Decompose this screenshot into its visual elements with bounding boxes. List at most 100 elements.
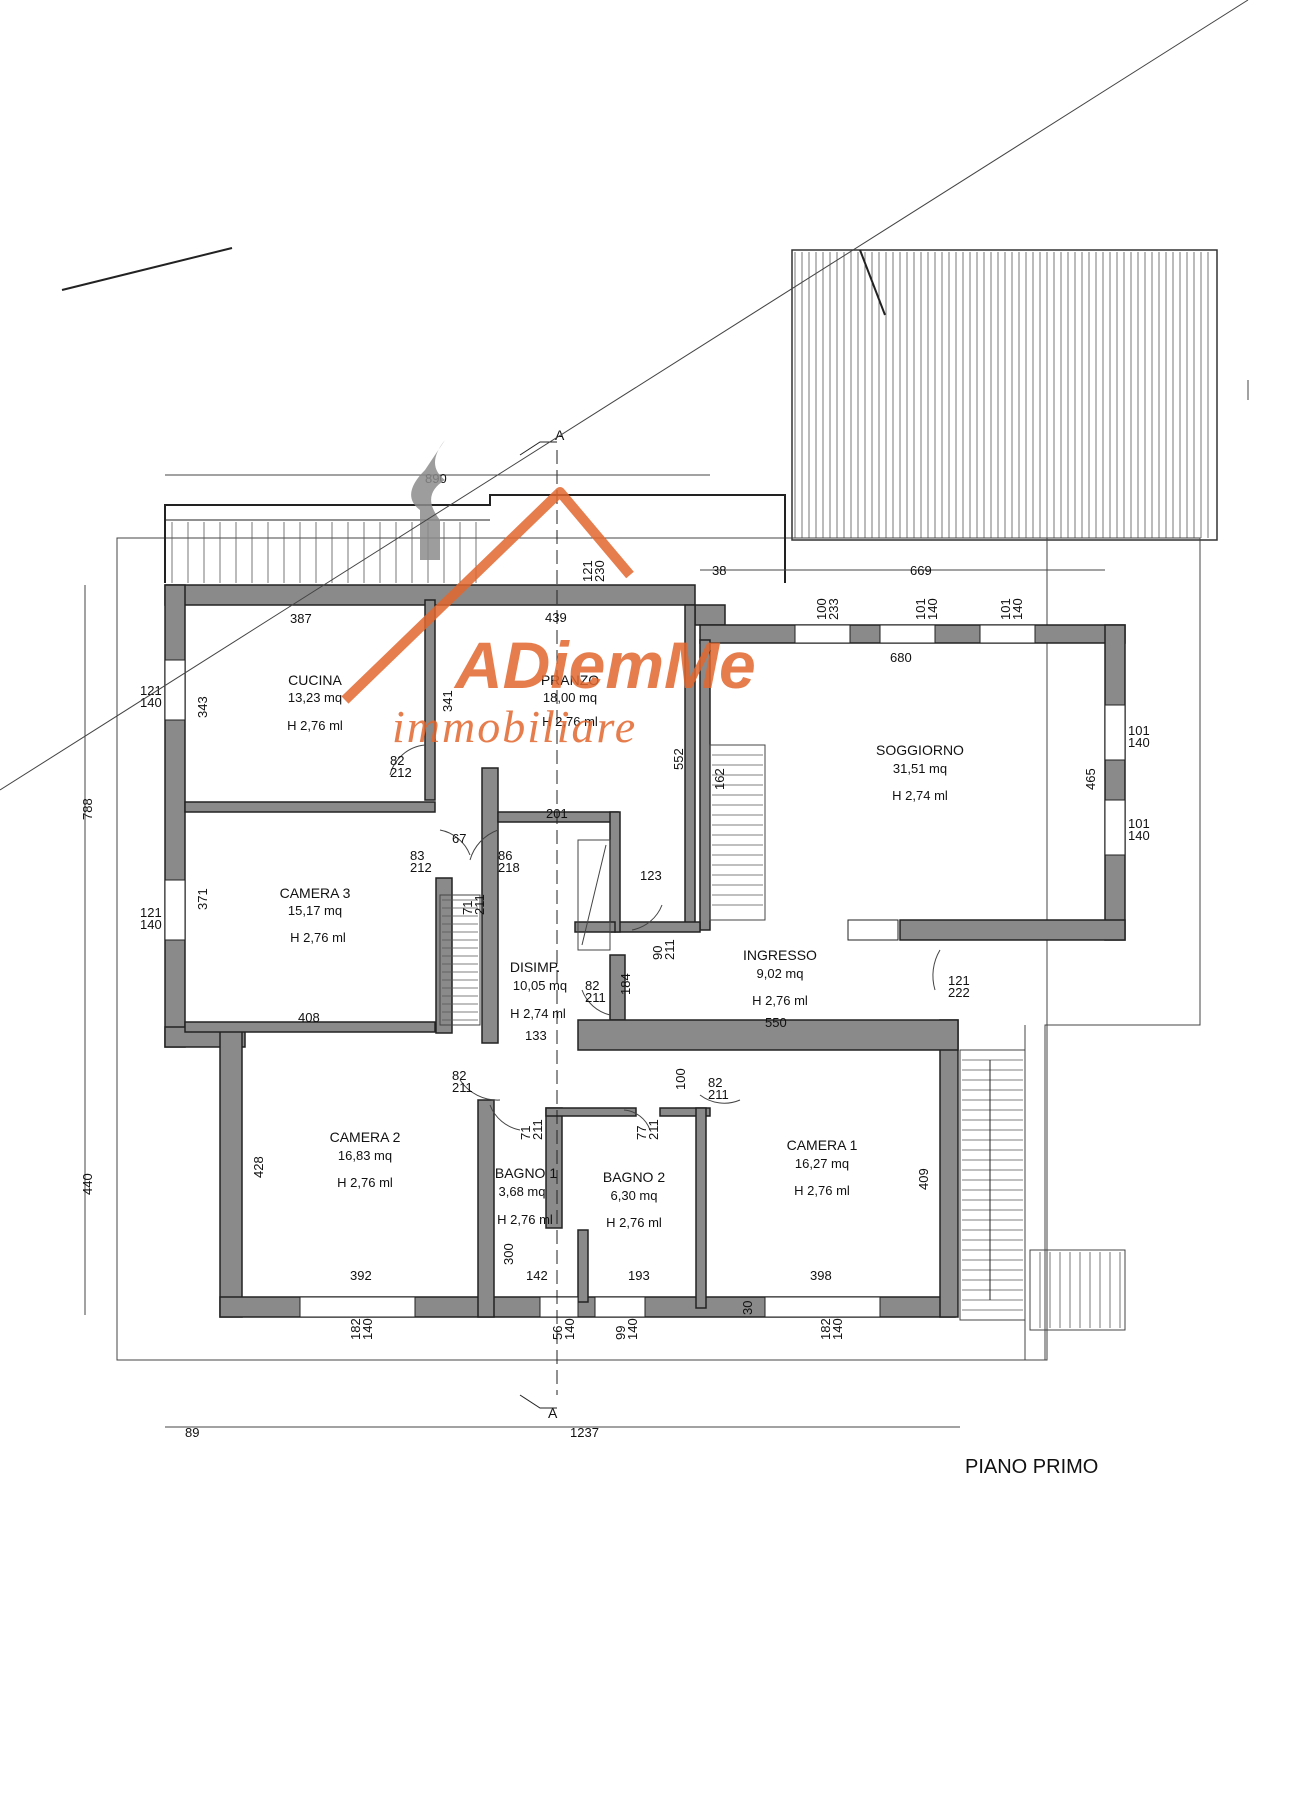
dim-bottom-30: 30 (740, 1301, 755, 1315)
dim-bagno1-w: 142 (526, 1268, 548, 1283)
dim-disimp-184: 184 (618, 973, 633, 995)
room-disimp: DISIMP. 10,05 mq H 2,74 ml (510, 959, 567, 1021)
dim-soggiorno-h: 465 (1083, 768, 1098, 790)
door-swings (389, 744, 941, 1131)
dim-669: 669 (910, 563, 932, 578)
win-182-140-b-label: 182140 (818, 1318, 845, 1340)
room-disimp-height: H 2,74 ml (510, 1006, 566, 1021)
stray-line (61, 247, 233, 291)
win-soggiorno-n2-label: 101140 (998, 598, 1025, 620)
watermark-subtitle: immobiliare (392, 701, 637, 752)
room-bagno2-name: BAGNO 2 (603, 1169, 665, 1185)
dim-left-788: 788 (80, 798, 95, 820)
dim-38: 38 (712, 563, 726, 578)
dim-camera3-w: 408 (298, 1010, 320, 1025)
door-71-211-b-label: 71211 (518, 1119, 545, 1140)
dim-pranzo-h-left: 341 (440, 690, 455, 712)
room-cucina-area: 13,23 mq (288, 690, 342, 705)
dim-stair-162: 162 (712, 768, 727, 790)
terrace-hatch (791, 249, 1218, 541)
dim-left-440: 440 (80, 1173, 95, 1195)
room-bagno1-name: BAGNO 1 (495, 1165, 557, 1181)
section-label-bottom: A (548, 1405, 558, 1421)
edge-marks (0, 0, 1249, 791)
dim-camera1-h: 409 (916, 1168, 931, 1190)
interior-stairs (439, 744, 766, 1026)
room-bagno2-height: H 2,76 ml (606, 1215, 662, 1230)
room-cucina: CUCINA 13,23 mq H 2,76 ml (287, 672, 343, 733)
dim-camera2-w: 392 (350, 1268, 372, 1283)
win-100-233-label: 100233 (814, 598, 841, 620)
room-cucina-name: CUCINA (288, 672, 342, 688)
dim-bagno1-h: 300 (501, 1243, 516, 1265)
room-camera2-name: CAMERA 2 (330, 1129, 401, 1145)
page-title: PIANO PRIMO (965, 1456, 1098, 1478)
room-camera1: CAMERA 1 16,27 mq H 2,76 ml (787, 1137, 858, 1198)
room-bagno2: BAGNO 2 6,30 mq H 2,76 ml (603, 1169, 665, 1230)
room-camera3-name: CAMERA 3 (280, 885, 351, 901)
room-pranzo: PRANZO 18,00 mq H 2,76 ml (541, 672, 599, 729)
door-71-211-label: 71211 (460, 894, 487, 915)
windows (164, 624, 1126, 1318)
room-camera1-name: CAMERA 1 (787, 1137, 858, 1153)
dim-pranzo-h-right: 552 (671, 748, 686, 770)
dim-201: 201 (546, 806, 568, 821)
dim-camera3-h: 371 (195, 888, 210, 910)
exterior-stairs (959, 1049, 1126, 1331)
room-camera3-height: H 2,76 ml (290, 930, 346, 945)
room-camera3: CAMERA 3 15,17 mq H 2,76 ml (280, 885, 351, 945)
walls (164, 584, 1126, 1318)
watermark-brand: ADiemMe (453, 628, 756, 702)
dim-pranzo-w: 439 (545, 610, 567, 625)
dim-bottom-1237: 1237 (570, 1425, 599, 1440)
dimension-labels: 890 38 669 89 1237 788 440 387 343 439 3… (80, 471, 1098, 1440)
watermark-logo: ADiemMe immobiliare (341, 440, 756, 752)
room-bagno1-height: H 2,76 ml (497, 1212, 553, 1227)
room-cucina-height: H 2,76 ml (287, 718, 343, 733)
dim-ingresso-w: 550 (765, 1015, 787, 1030)
logo-chimney-icon (411, 440, 445, 560)
dim-67: 67 (452, 831, 466, 846)
dim-bagno2-w: 193 (628, 1268, 650, 1283)
dim-camera2-h: 428 (251, 1156, 266, 1178)
room-pranzo-area: 18,00 mq (543, 690, 597, 705)
room-disimp-name: DISIMP. (510, 959, 560, 975)
room-disimp-area: 10,05 mq (513, 978, 567, 993)
room-camera2-height: H 2,76 ml (337, 1175, 393, 1190)
room-labels: CUCINA 13,23 mq H 2,76 ml PRANZO 18,00 m… (280, 672, 964, 1230)
dim-bagno2-100: 100 (673, 1068, 688, 1090)
dim-disimp-133: 133 (525, 1028, 547, 1043)
dim-cucina-h: 343 (195, 696, 210, 718)
room-bagno1: BAGNO 1 3,68 mq H 2,76 ml (495, 1165, 557, 1227)
room-soggiorno-area: 31,51 mq (893, 761, 947, 776)
dim-soggiorno-w: 680 (890, 650, 912, 665)
room-camera1-area: 16,27 mq (795, 1156, 849, 1171)
room-ingresso-name: INGRESSO (743, 947, 817, 963)
win-182-140-a-label: 182140 (348, 1318, 375, 1340)
room-camera3-area: 15,17 mq (288, 903, 342, 918)
door-90-211-label: 90211 (650, 939, 677, 960)
top-balcony (164, 494, 786, 583)
dim-123: 123 (640, 868, 662, 883)
dim-camera1-w: 398 (810, 1268, 832, 1283)
room-camera1-height: H 2,76 ml (794, 1183, 850, 1198)
win-99-140-label: 99140 (613, 1318, 640, 1340)
door-77-211-label: 77211 (634, 1119, 661, 1140)
room-soggiorno: SOGGIORNO 31,51 mq H 2,74 ml (876, 742, 964, 803)
room-ingresso: INGRESSO 9,02 mq H 2,76 ml (743, 947, 817, 1008)
room-soggiorno-name: SOGGIORNO (876, 742, 964, 758)
win-soggiorno-n1-label: 101140 (913, 598, 940, 620)
